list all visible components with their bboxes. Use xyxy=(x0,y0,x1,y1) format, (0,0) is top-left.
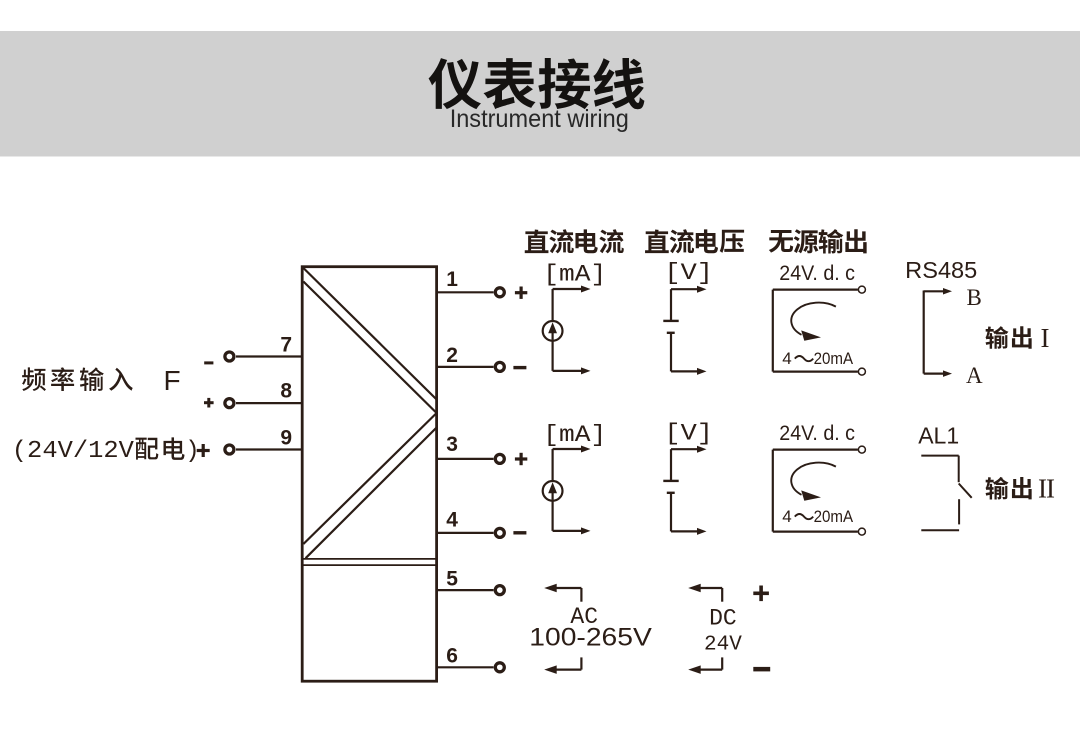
svg-text:8: 8 xyxy=(280,379,292,402)
svg-text:24V. d. c: 24V. d. c xyxy=(779,422,855,445)
svg-text:24V: 24V xyxy=(704,633,742,656)
svg-text:B: B xyxy=(967,285,982,310)
svg-text:F: F xyxy=(163,365,180,396)
svg-text:20mA: 20mA xyxy=(814,507,854,526)
svg-text:24V. d. c: 24V. d. c xyxy=(779,262,855,285)
svg-text:5: 5 xyxy=(446,568,458,591)
svg-text:AC: AC xyxy=(570,604,598,630)
svg-text:[V]: [V] xyxy=(664,260,713,286)
svg-text:[mA]: [mA] xyxy=(543,262,606,288)
svg-text:3: 3 xyxy=(446,433,458,456)
svg-text:RS485: RS485 xyxy=(905,257,977,283)
svg-text:DC: DC xyxy=(709,606,737,632)
svg-text:4: 4 xyxy=(446,508,458,531)
svg-text:2: 2 xyxy=(446,344,458,367)
svg-text:6: 6 xyxy=(446,644,458,667)
svg-text:4: 4 xyxy=(782,349,791,368)
svg-text:4: 4 xyxy=(782,507,791,526)
svg-text:I: I xyxy=(1041,323,1050,353)
svg-text:7: 7 xyxy=(280,333,292,356)
svg-text:): ) xyxy=(185,438,199,465)
svg-text:II: II xyxy=(1038,474,1055,504)
svg-text:9: 9 xyxy=(280,426,292,449)
svg-text:Instrument wiring: Instrument wiring xyxy=(450,105,629,133)
svg-text:100-265V: 100-265V xyxy=(529,624,652,652)
svg-text:[mA]: [mA] xyxy=(543,422,606,448)
svg-text:AL1: AL1 xyxy=(918,423,959,449)
svg-text:1: 1 xyxy=(446,268,458,291)
svg-text:[V]: [V] xyxy=(664,421,713,447)
svg-text:(24V/12V: (24V/12V xyxy=(12,438,135,465)
svg-text:A: A xyxy=(966,363,983,388)
svg-text:20mA: 20mA xyxy=(814,349,854,368)
